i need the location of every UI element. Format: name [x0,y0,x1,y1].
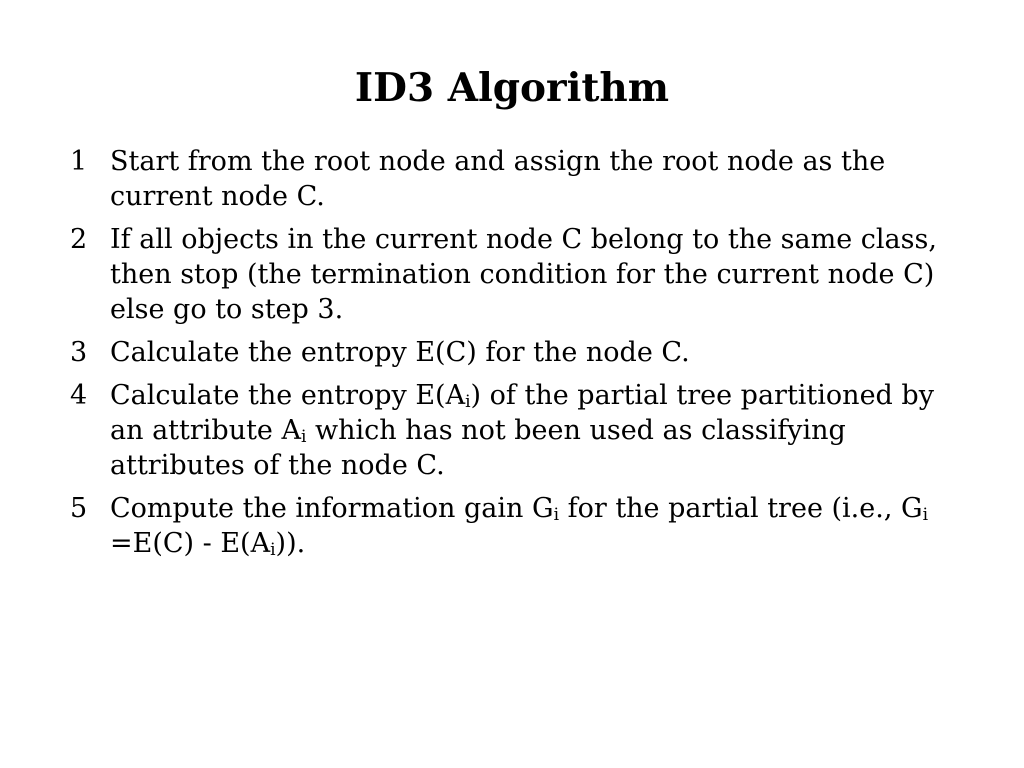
step-number: 1 [70,146,88,177]
text-run: If all objects in the current node C bel… [110,224,937,325]
text-run: ) of the partial tree partitioned by an … [110,380,934,446]
text-run: Compute the information gain G [110,493,554,524]
step-text: Calculate the entropy E(Ai) of the parti… [110,380,934,481]
text-run: Calculate the entropy E(C) for the node … [110,337,690,368]
step-item: 2 If all objects in the current node C be… [70,222,950,327]
step-number: 3 [70,337,88,368]
subscript: i [553,505,559,525]
text-run: for the partial tree (i.e., G [559,493,923,524]
text-run: which has not been used as classifying a… [110,415,846,481]
step-text: If all objects in the current node C bel… [110,224,937,325]
subscript: i [465,392,471,412]
subscript: i [301,427,307,447]
step-text: Calculate the entropy E(C) for the node … [110,337,690,368]
step-number: 4 [70,380,88,411]
text-run: )). [275,528,306,559]
step-item: 1 Start from the root node and assign the… [70,144,950,214]
step-item: 3 Calculate the entropy E(C) for the node… [70,335,950,370]
step-text: Start from the root node and assign the … [110,146,885,212]
step-number: 2 [70,224,88,255]
algorithm-steps: 1 Start from the root node and assign the… [70,144,950,569]
subscript: i [922,505,928,525]
step-text: Compute the information gain Gi for the … [110,493,928,559]
text-run: Start from the root node and assign the … [110,146,886,212]
subscript: i [270,540,276,560]
text-run: Calculate the entropy E(A [110,380,466,411]
text-run: =E(C) - E(A [110,528,271,559]
slide-title: ID3 Algorithm [354,65,670,111]
step-number: 5 [70,493,88,524]
